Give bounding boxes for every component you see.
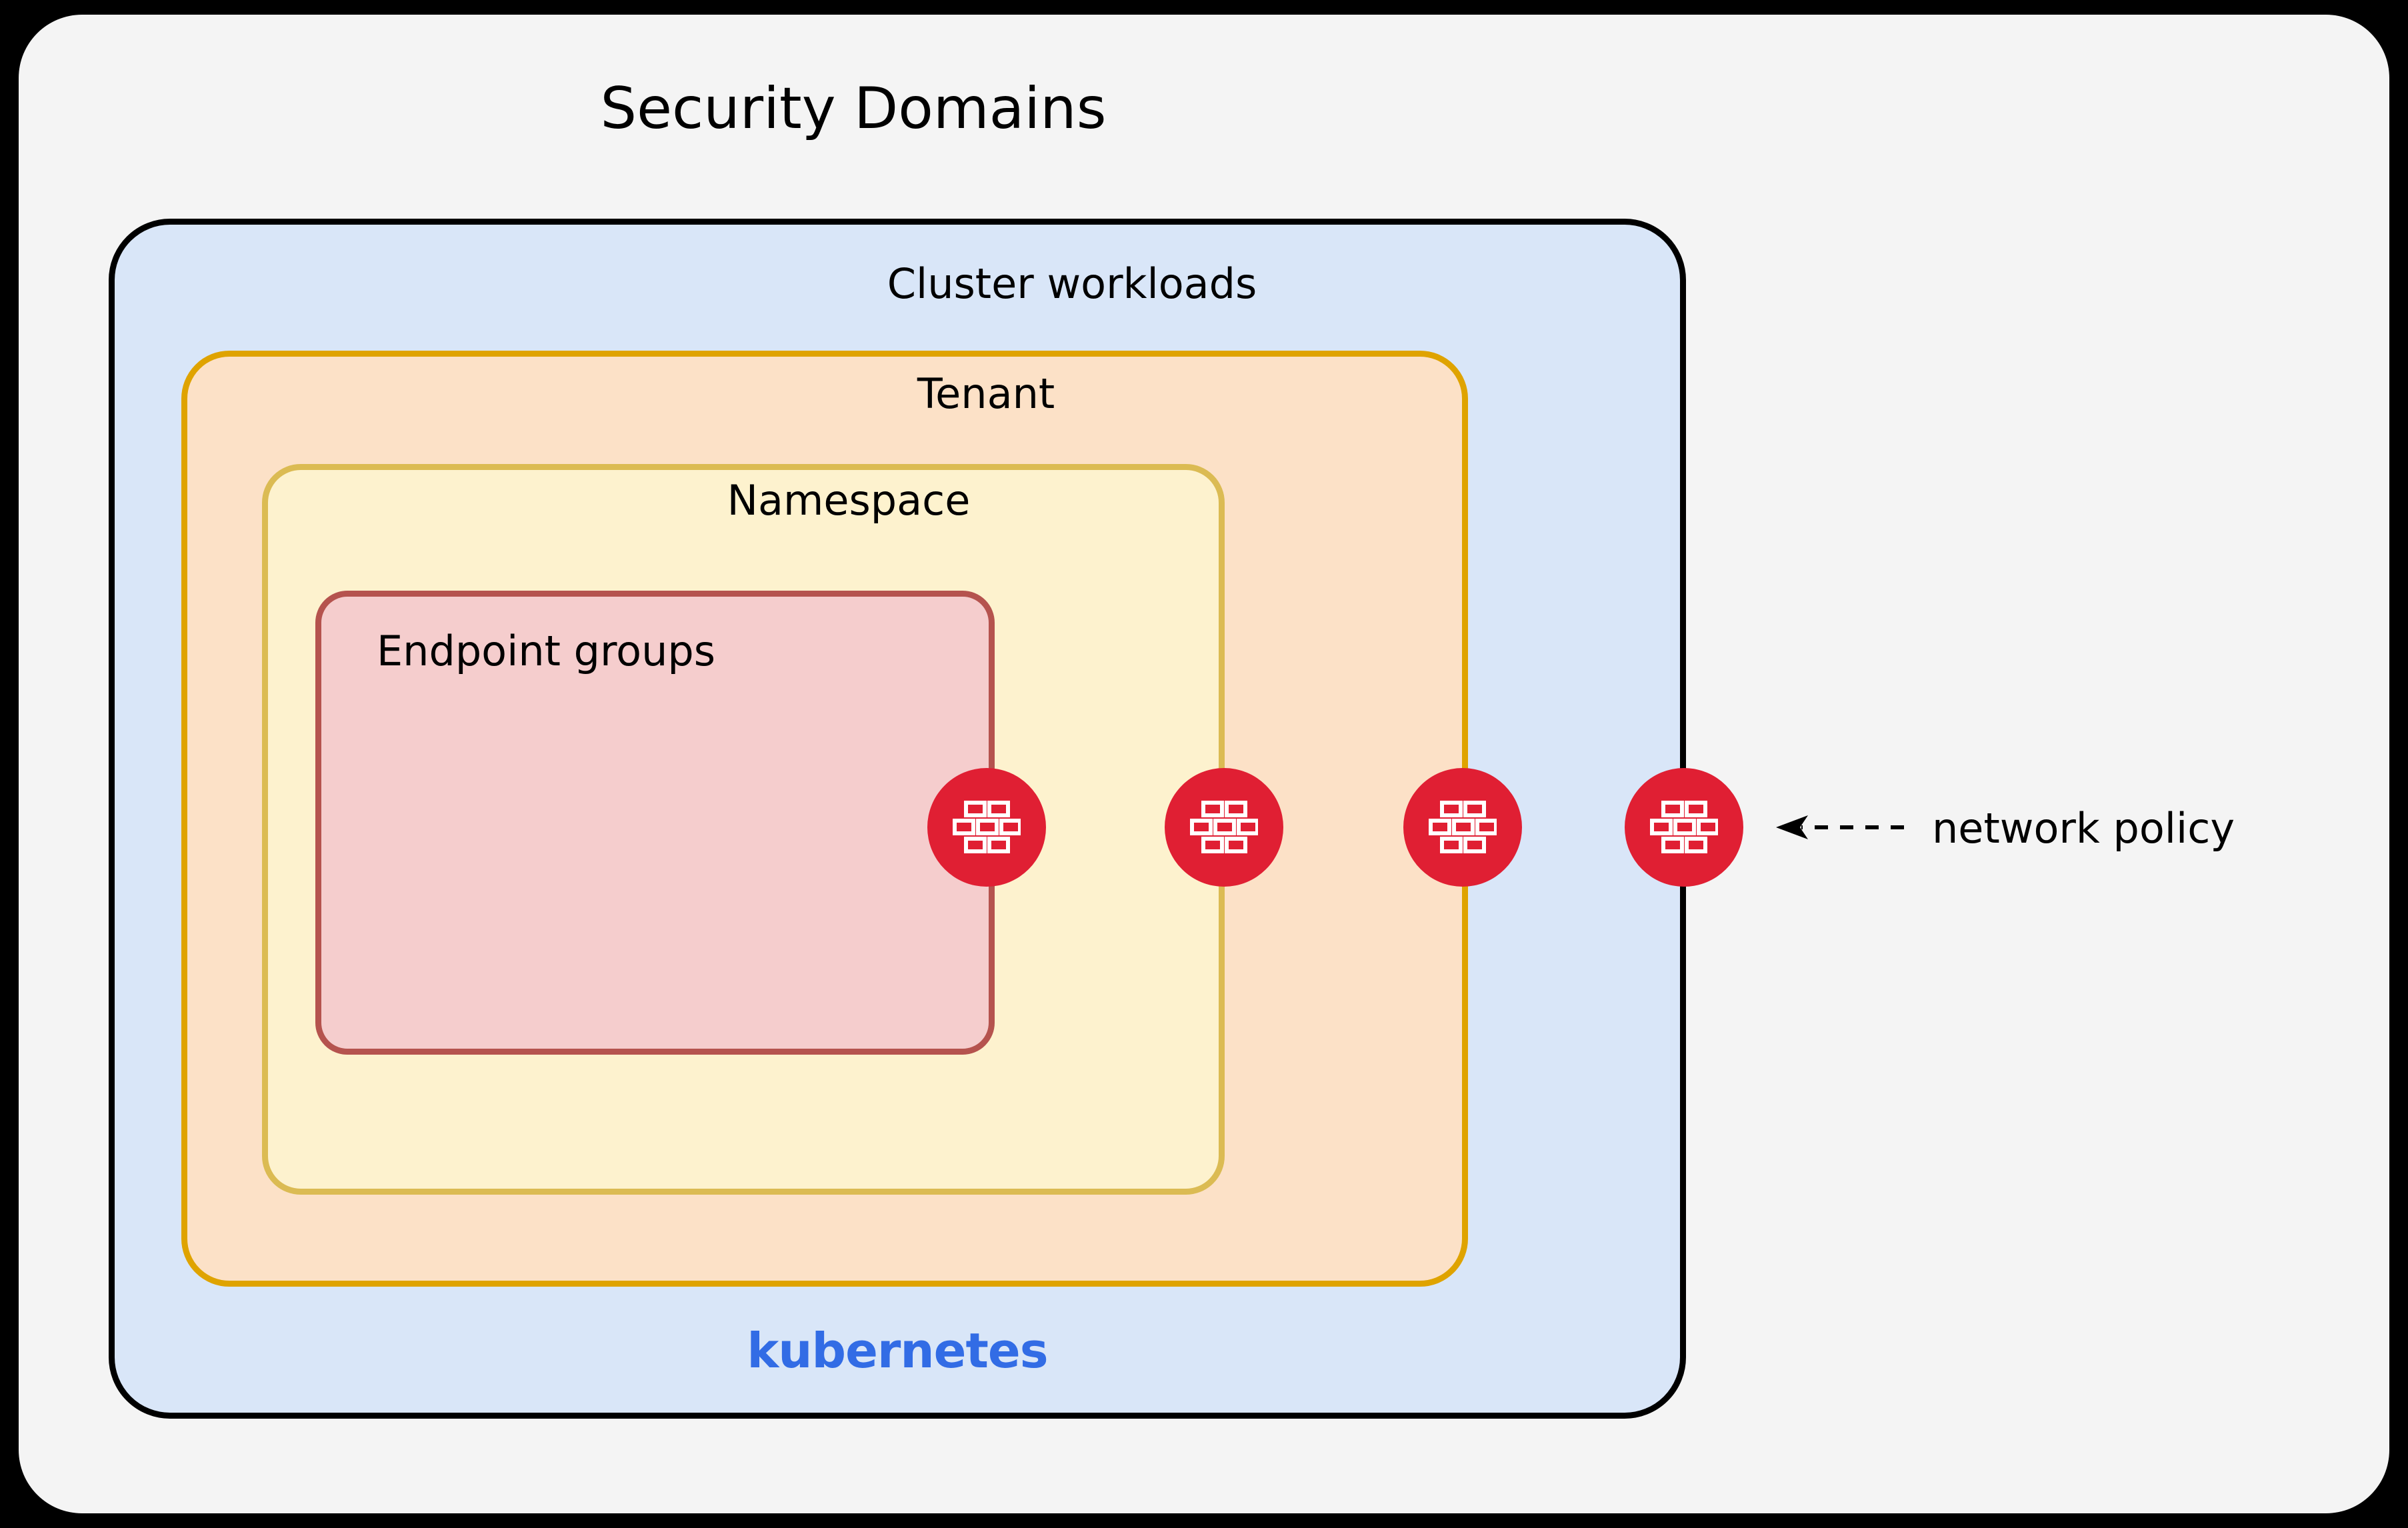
tenant-label: Tenant <box>181 373 1468 415</box>
tenant-label-text: Tenant <box>917 369 1055 418</box>
endpoint-groups-label: Endpoint groups <box>377 627 716 675</box>
firewall-brick-icon <box>953 801 1021 853</box>
kubernetes-wordmark: kubernetes <box>747 1323 1048 1379</box>
page-title: Security Domains <box>600 75 1107 142</box>
cluster-workloads-label-text: Cluster workloads <box>887 259 1257 308</box>
cluster-workloads-label: Cluster workloads <box>109 263 1686 305</box>
firewall-brick-icon <box>1650 801 1718 853</box>
firewall-badge-tenant <box>1403 768 1522 887</box>
firewall-badge-namespace <box>1165 768 1283 887</box>
firewall-badge-cluster-workloads <box>1625 768 1743 887</box>
firewall-brick-icon <box>1429 801 1497 853</box>
network-policy-annotation: network policy <box>1773 787 2235 868</box>
network-policy-label: network policy <box>1932 804 2235 853</box>
dashed-arrow-left-icon <box>1773 814 1907 841</box>
firewall-brick-icon <box>1190 801 1258 853</box>
endpoint-groups-box <box>315 591 995 1055</box>
namespace-label-text: Namespace <box>727 476 971 525</box>
firewall-badge-endpoint-groups <box>927 768 1046 887</box>
namespace-label: Namespace <box>262 480 1225 521</box>
